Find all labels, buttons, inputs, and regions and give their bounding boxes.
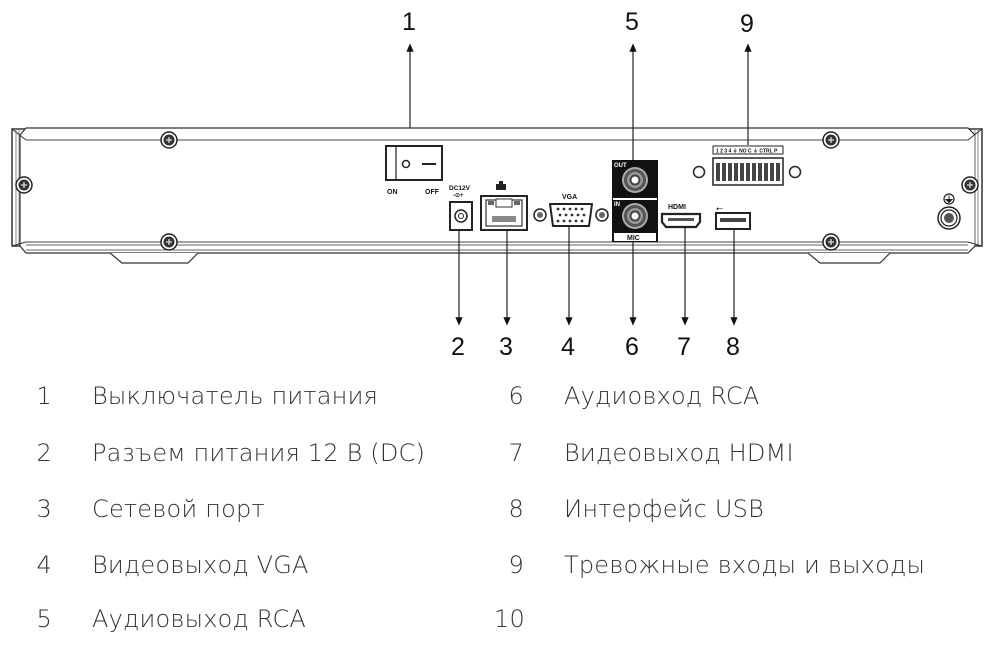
usb-port[interactable]: ⭠	[715, 204, 751, 230]
switch-on-label: ON	[387, 189, 398, 196]
screw-icon	[15, 176, 33, 194]
screw-icon	[961, 176, 979, 194]
terminal-pin	[722, 163, 726, 181]
legend-label: Видеовыход HDMI	[564, 439, 794, 467]
vga-port[interactable]: VGA	[533, 194, 609, 227]
legend-number: 4	[36, 551, 52, 579]
terminal-pin	[734, 163, 738, 181]
callout-3: 3	[499, 333, 513, 361]
legend-label: Аудиовход RCA	[564, 382, 760, 410]
hdmi-port[interactable]: HDMI	[660, 204, 702, 229]
audio-out-label: OUT	[614, 163, 627, 169]
legend-label: Интерфейс USB	[564, 495, 765, 523]
dc-polarity-icon: -⊙+	[453, 193, 464, 199]
screw-icon	[160, 131, 178, 149]
terminal-pin	[746, 163, 750, 181]
legend-number: 1	[36, 382, 52, 410]
terminal-pin	[728, 163, 732, 181]
legend-label: Сетевой порт	[92, 495, 265, 523]
audio-block: OUT IN MIC	[612, 160, 658, 242]
terminal-pin	[776, 163, 780, 181]
callout-7: 7	[677, 333, 691, 361]
callout-9: 9	[740, 10, 754, 38]
network-port[interactable]	[480, 181, 528, 231]
legend-number: 9	[508, 551, 524, 579]
legend-label: Разъем питания 12 В (DC)	[92, 439, 426, 467]
terminal-pin	[752, 163, 756, 181]
terminal-pin	[740, 163, 744, 181]
audio-out-rca[interactable]	[622, 167, 648, 193]
terminal-pin	[770, 163, 774, 181]
screw-icon	[822, 131, 840, 149]
network-icon	[496, 181, 506, 190]
hdmi-label: HDMI	[668, 204, 686, 211]
callout-2: 2	[451, 333, 465, 361]
legend-number: 8	[508, 495, 524, 523]
power-switch[interactable]: ON OFF	[385, 145, 443, 196]
audio-in-rca[interactable]	[622, 203, 648, 229]
foot-left	[109, 252, 199, 264]
screw-icon	[160, 233, 178, 251]
legend-label: Аудиовыход RCA	[92, 605, 307, 633]
callout-8: 8	[726, 333, 740, 361]
dc-label: DC12V	[449, 185, 471, 192]
legend-number: 6	[508, 382, 524, 410]
ground-icon	[944, 195, 954, 204]
callout-4: 4	[561, 333, 575, 361]
audio-in-label: IN	[614, 202, 620, 208]
legend-number: 10	[494, 605, 525, 633]
alarm-terminal-block[interactable]: 1 2 3 4 ⏚ NO C ⏚ CTRL P	[692, 145, 802, 186]
switch-off-label: OFF	[425, 189, 440, 196]
alarm-pin-labels: 1 2 3 4 ⏚ NO C ⏚ CTRL P	[716, 148, 778, 155]
legend-number: 3	[36, 495, 52, 523]
callout-5: 5	[625, 8, 639, 36]
legend-label: Видеовыход VGA	[92, 551, 309, 579]
legend-label: Тревожные входы и выходы	[564, 551, 926, 579]
legend-number: 7	[508, 439, 524, 467]
ground-terminal[interactable]	[937, 193, 961, 230]
rear-panel-diagram: ON OFF DC12V -⊙+ VGA OUT	[11, 8, 983, 361]
mic-label: MIC	[627, 235, 640, 242]
legend-number: 5	[36, 605, 52, 633]
legend-number: 2	[36, 439, 52, 467]
terminal-pin	[716, 163, 720, 181]
leader-lines	[406, 43, 752, 326]
foot-right	[807, 252, 891, 264]
terminal-pin	[758, 163, 762, 181]
terminal-pin	[764, 163, 768, 181]
dc-power-jack[interactable]: DC12V -⊙+	[449, 185, 473, 231]
callout-1: 1	[402, 8, 416, 36]
legend-label: Выключатель питания	[92, 382, 378, 410]
callout-6: 6	[625, 333, 639, 361]
vga-label: VGA	[562, 194, 577, 201]
screw-icon	[822, 233, 840, 251]
usb-icon: ⭠	[716, 204, 723, 214]
